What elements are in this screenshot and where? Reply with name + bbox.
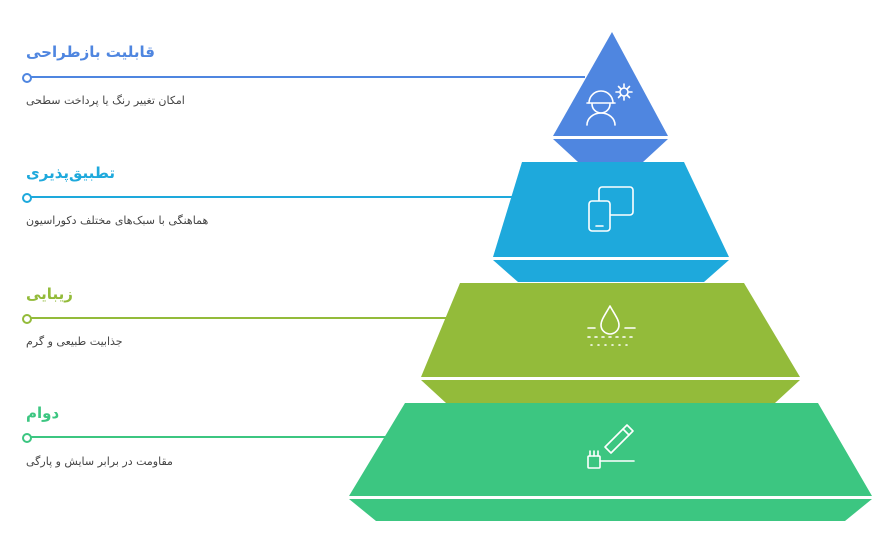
connector-dot-4 bbox=[22, 433, 32, 443]
level-4-description: مقاومت در برابر سایش و پارگی bbox=[26, 455, 173, 468]
level-2-title: تطبیق‌پذیری bbox=[26, 164, 116, 182]
water-drop-icon bbox=[587, 305, 636, 346]
worker-gear-icon bbox=[586, 83, 633, 126]
level-1-description: امکان تغییر رنگ یا پرداخت سطحی bbox=[26, 94, 185, 107]
level-2-description: هماهنگی با سبک‌های مختلف دکوراسیون bbox=[26, 214, 209, 227]
pyramid-level-1 bbox=[553, 32, 668, 162]
paint-tube-brush-icon bbox=[587, 424, 635, 469]
pyramid-level-4 bbox=[349, 403, 872, 521]
connector-dot-2 bbox=[22, 193, 32, 203]
pyramid-level-2 bbox=[493, 162, 729, 282]
level-4-title: دوام bbox=[26, 404, 60, 422]
level-3-description: جذابیت طبیعی و گرم bbox=[26, 335, 123, 348]
devices-icon bbox=[588, 186, 634, 232]
connector-dot-3 bbox=[22, 314, 32, 324]
level-3-title: زیبایی bbox=[26, 285, 73, 303]
level-1-title: قابلیت بازطراحی bbox=[26, 43, 155, 61]
pyramid-level-3 bbox=[421, 283, 800, 403]
connector-dot-1 bbox=[22, 73, 32, 83]
